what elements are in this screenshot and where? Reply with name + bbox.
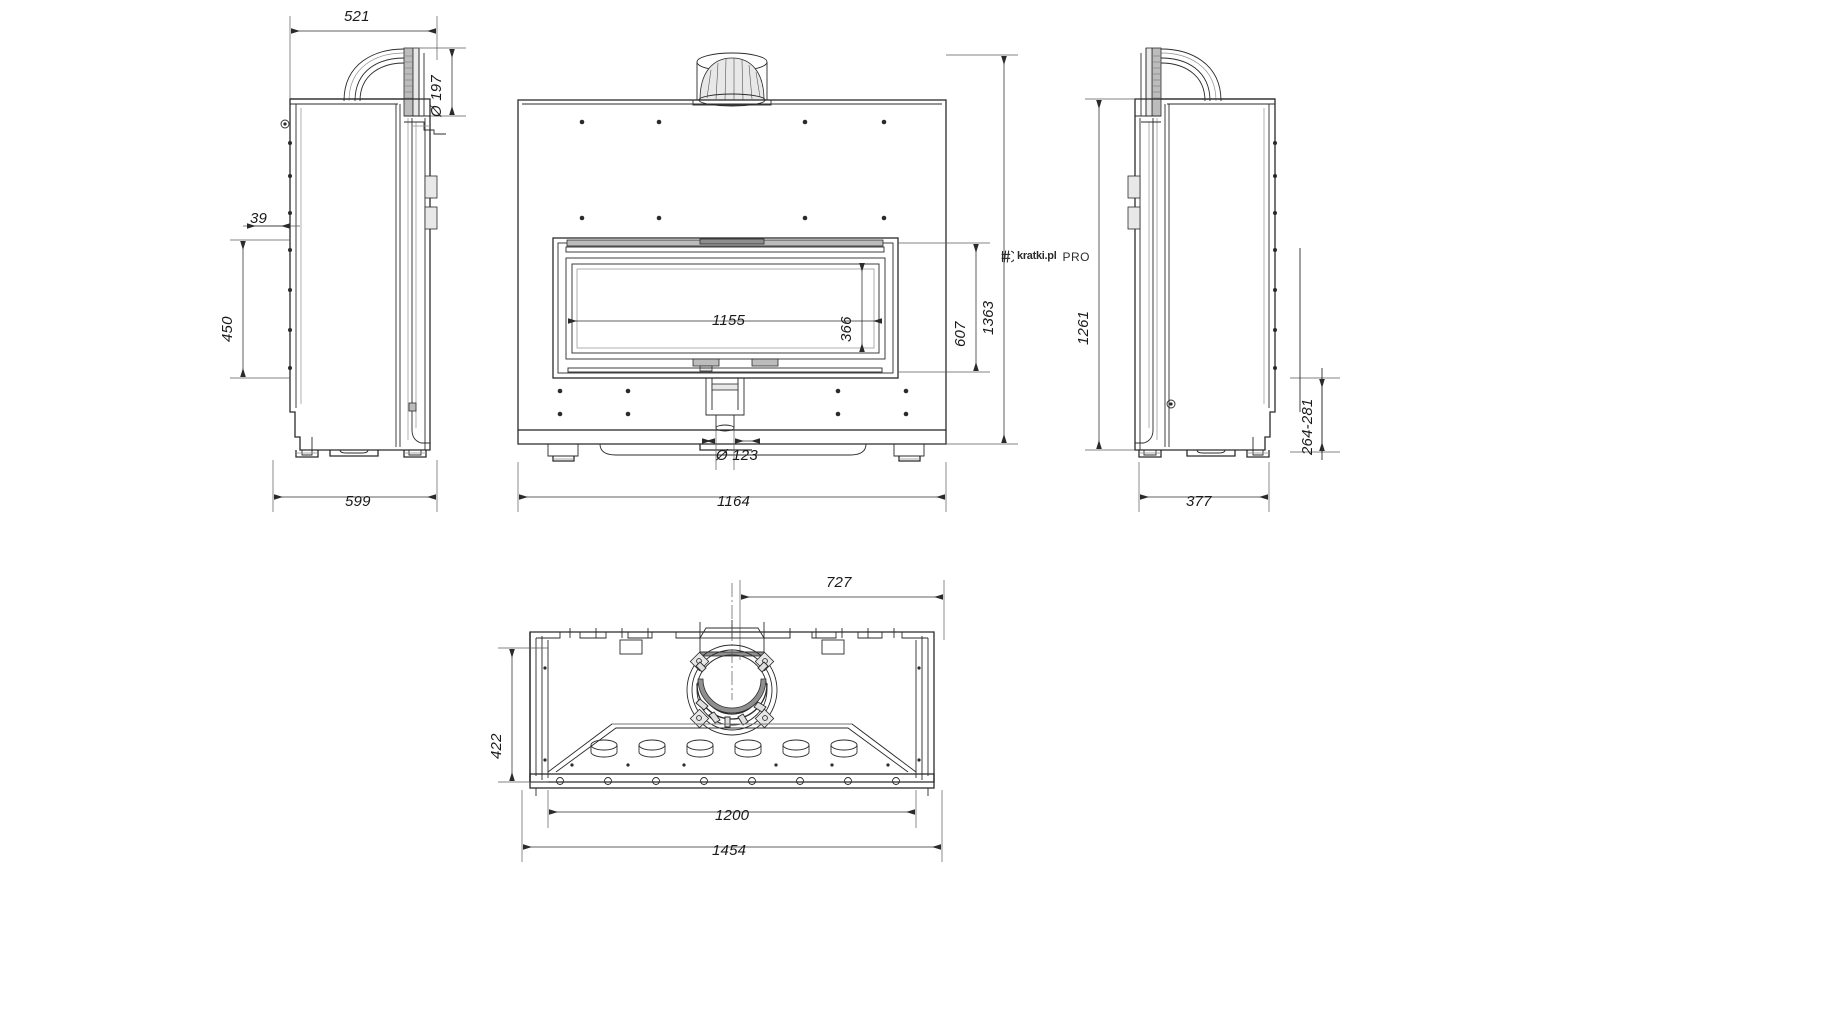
dimension-1261: 1261 <box>1075 310 1092 345</box>
dimension-1200: 1200 <box>715 807 750 824</box>
dimension-377: 377 <box>1186 493 1212 510</box>
top-view-geometry <box>498 580 945 862</box>
dimension-1164: 1164 <box>717 493 751 510</box>
dimension-727: 727 <box>826 574 852 591</box>
dimension-diameter-123: Ø 123 <box>716 447 758 464</box>
right-side-view-geometry <box>1085 47 1340 512</box>
dimension-264-281: 264-281 <box>1299 398 1316 455</box>
brand-name: kratki.pl <box>1017 250 1057 262</box>
dimension-1155: 1155 <box>712 312 746 329</box>
dimension-1454: 1454 <box>712 842 747 859</box>
dimension-39: 39 <box>250 210 268 227</box>
grid-emblem-icon <box>1001 250 1014 263</box>
dimension-450: 450 <box>219 316 236 342</box>
dimension-diameter-197: Ø 197 <box>428 75 445 117</box>
left-side-view-geometry <box>230 16 466 512</box>
front-view-geometry <box>517 52 1018 512</box>
dimension-366: 366 <box>838 316 855 342</box>
dimension-1363: 1363 <box>980 300 997 335</box>
brand-suffix: PRO <box>1062 249 1091 264</box>
dimension-607: 607 <box>952 321 969 347</box>
dimension-422: 422 <box>488 733 505 759</box>
dimension-599: 599 <box>345 493 371 510</box>
dimension-521: 521 <box>344 8 370 25</box>
brand-logo: kratki.pl PRO <box>1001 250 1090 263</box>
